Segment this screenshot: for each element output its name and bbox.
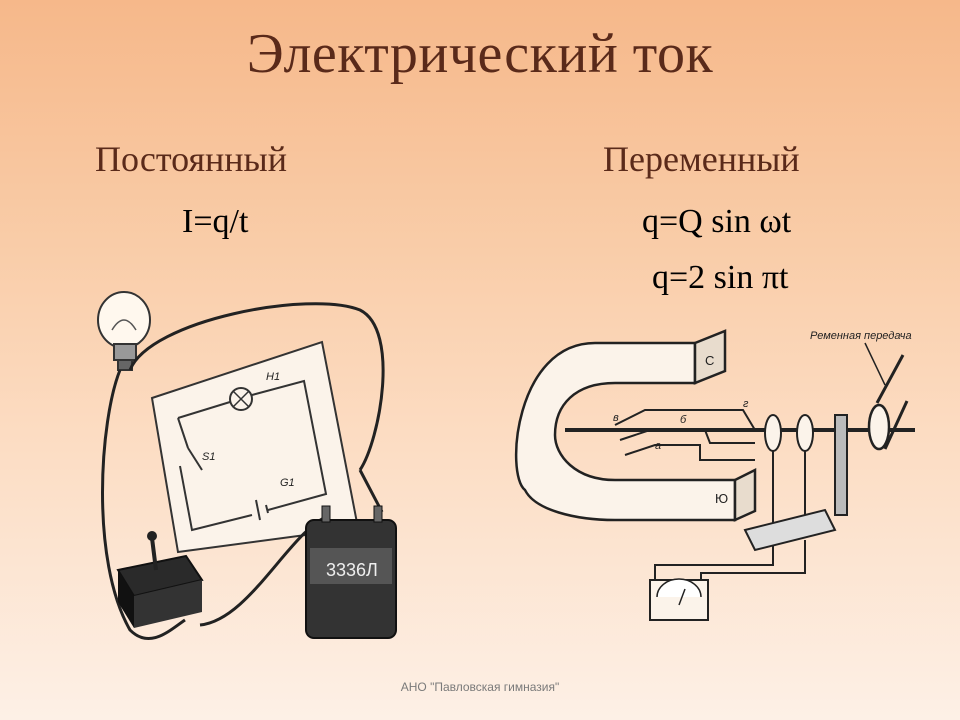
ac-formula-general: q=Q sin ωt xyxy=(642,203,792,240)
footer-organization: АНО "Павловская гимназия" xyxy=(400,680,560,694)
pulley-icon xyxy=(867,403,891,451)
ac-generator-illustration: С Ю в б г а Ременная передача xyxy=(515,329,915,621)
dc-circuit-illustration: H1 S1 G1 3336Л xyxy=(97,291,397,641)
galvanometer-icon xyxy=(649,578,709,621)
battery-brand-label: 3336Л xyxy=(326,560,378,580)
coil-label-g: г xyxy=(743,398,749,410)
dc-heading: Постоянный xyxy=(95,139,287,179)
toggle-switch-box xyxy=(116,531,204,628)
light-bulb-icon xyxy=(97,291,151,371)
coil-label-v: в xyxy=(613,412,619,424)
battery-block: 3336Л xyxy=(305,505,397,639)
battery-label: G1 xyxy=(280,477,295,489)
dc-formula: I=q/t xyxy=(182,203,249,240)
coil-label-b: б xyxy=(680,414,687,426)
lamp-label: H1 xyxy=(266,371,280,383)
slip-ring-2 xyxy=(796,414,814,452)
belt-drive-label: Ременная передача xyxy=(810,330,912,342)
north-pole-label: С xyxy=(705,353,714,368)
south-pole-label: Ю xyxy=(715,491,728,506)
slip-ring-1 xyxy=(764,414,782,452)
coil-label-a: а xyxy=(655,440,661,452)
slide-title: Электрический ток xyxy=(246,23,714,85)
horseshoe-magnet xyxy=(515,329,757,522)
ac-formula-specific: q=2 sin πt xyxy=(652,259,789,296)
ac-heading: Переменный xyxy=(603,139,800,179)
switch-label: S1 xyxy=(202,451,215,463)
